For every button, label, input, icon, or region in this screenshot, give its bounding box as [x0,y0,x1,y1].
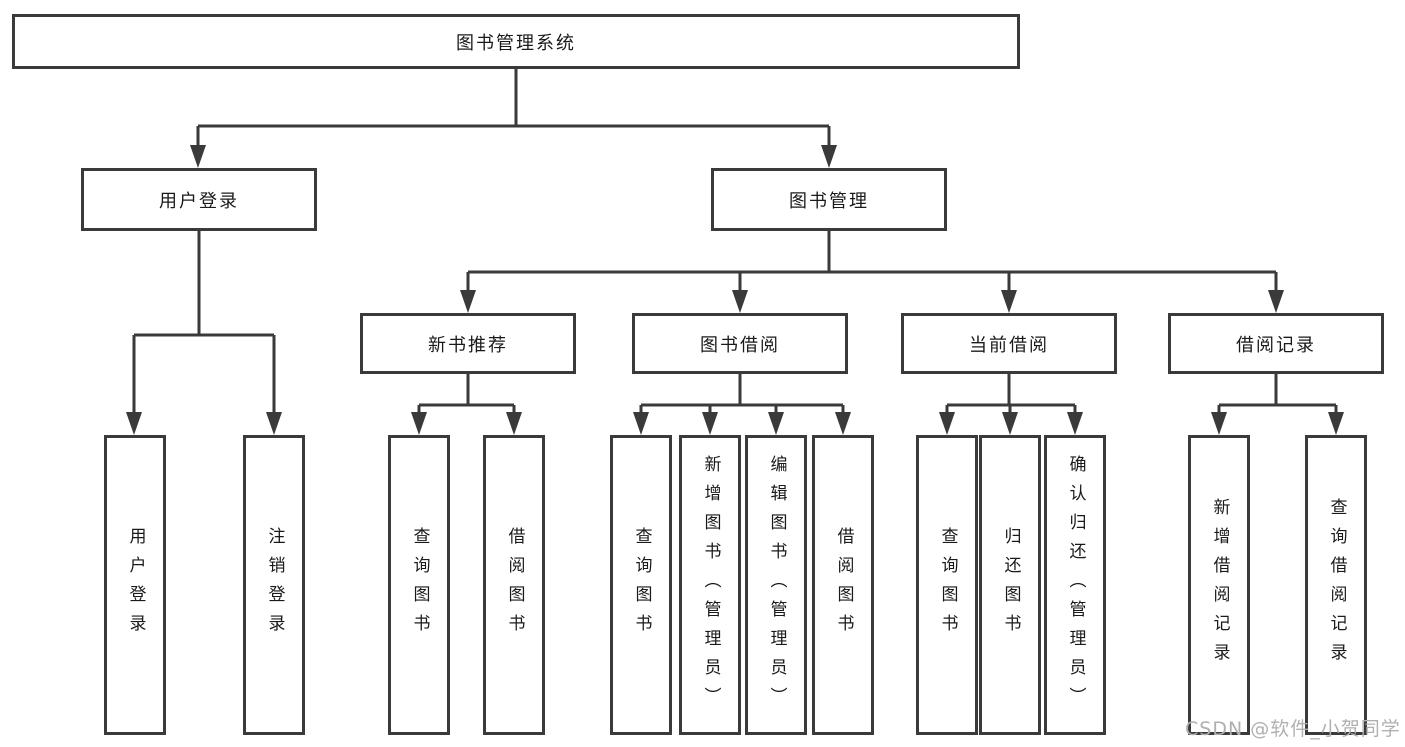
arrowhead [1328,412,1344,435]
leaf-node-label: 新增借阅记录 [1209,498,1230,672]
arrowhead [1268,290,1284,313]
leaf-node-add-borrow-record: 新增借阅记录 [1188,435,1250,735]
arrowhead [1211,412,1227,435]
branch-node-label: 图书管理 [789,190,869,212]
arrowhead [190,145,206,168]
connector-user-login-branch [132,231,276,414]
leaf-node-label: 注销登录 [264,527,285,643]
group-node-label: 图书借阅 [700,334,780,356]
connector-borrow-record-branch [1217,374,1338,414]
group-node-new-book-recommend: 新书推荐 [360,313,576,374]
root-node-label: 图书管理系统 [456,32,576,54]
leaf-node-query-books-recommend: 查询图书 [388,435,450,735]
leaf-node-label: 查询图书 [631,527,652,643]
arrowhead [460,290,476,313]
leaf-node-label: 用户登录 [125,527,146,643]
leaf-node-edit-books-admin: 编辑图书（管理员） [745,435,807,735]
leaf-node-borrow-books: 借阅图书 [812,435,874,735]
arrowhead [732,290,748,313]
leaf-node-label: 借阅图书 [504,527,525,643]
leaf-node-label: 查询图书 [409,527,430,643]
group-node-label: 借阅记录 [1236,334,1316,356]
arrowhead [1067,412,1083,435]
arrowhead [411,412,427,435]
arrowhead [939,412,955,435]
arrowhead [633,412,649,435]
leaf-node-label: 归还图书 [1000,527,1021,643]
leaf-node-confirm-return-admin: 确认归还（管理员） [1044,435,1106,735]
leaf-node-query-books-borrow: 查询图书 [610,435,672,735]
connector-current-borrow-branch [945,374,1077,414]
arrowhead [835,412,851,435]
group-node-borrow-record: 借阅记录 [1168,313,1384,374]
leaf-node-logout: 注销登录 [243,435,305,735]
branch-node-book-management: 图书管理 [711,168,947,231]
leaf-node-user-login: 用户登录 [104,435,166,735]
branch-node-label: 用户登录 [159,190,239,212]
branch-node-user-login: 用户登录 [81,168,317,231]
leaf-node-label: 编辑图书（管理员） [766,454,787,716]
connector-new-book-branch [417,374,516,414]
leaf-node-query-borrow-record: 查询借阅记录 [1305,435,1367,735]
arrowhead [702,412,718,435]
leaf-node-label: 查询借阅记录 [1326,498,1347,672]
group-node-label: 新书推荐 [428,334,508,356]
watermark: CSDN @软件_小贺同学 [1185,718,1401,740]
group-node-label: 当前借阅 [969,334,1049,356]
connector-root-to-level2 [196,69,831,150]
arrowhead [1002,412,1018,435]
leaf-node-add-books-admin: 新增图书（管理员） [679,435,741,735]
leaf-node-label: 查询图书 [937,527,958,643]
arrowhead [768,412,784,435]
leaf-node-label: 借阅图书 [833,527,854,643]
arrowhead [1001,290,1017,313]
root-node-library-system: 图书管理系统 [12,14,1020,69]
connector-book-management-branch [466,231,1278,293]
group-node-current-borrow: 当前借阅 [901,313,1117,374]
leaf-node-borrow-books-recommend: 借阅图书 [483,435,545,735]
arrowhead [266,412,282,435]
leaf-node-return-books: 归还图书 [979,435,1041,735]
leaf-node-query-books-current: 查询图书 [916,435,978,735]
connector-book-borrow-branch [639,374,845,414]
leaf-node-label: 确认归还（管理员） [1065,454,1086,716]
arrowhead [126,412,142,435]
group-node-book-borrow: 图书借阅 [632,313,848,374]
arrowhead [506,412,522,435]
leaf-node-label: 新增图书（管理员） [700,454,721,716]
arrowhead [821,145,837,168]
